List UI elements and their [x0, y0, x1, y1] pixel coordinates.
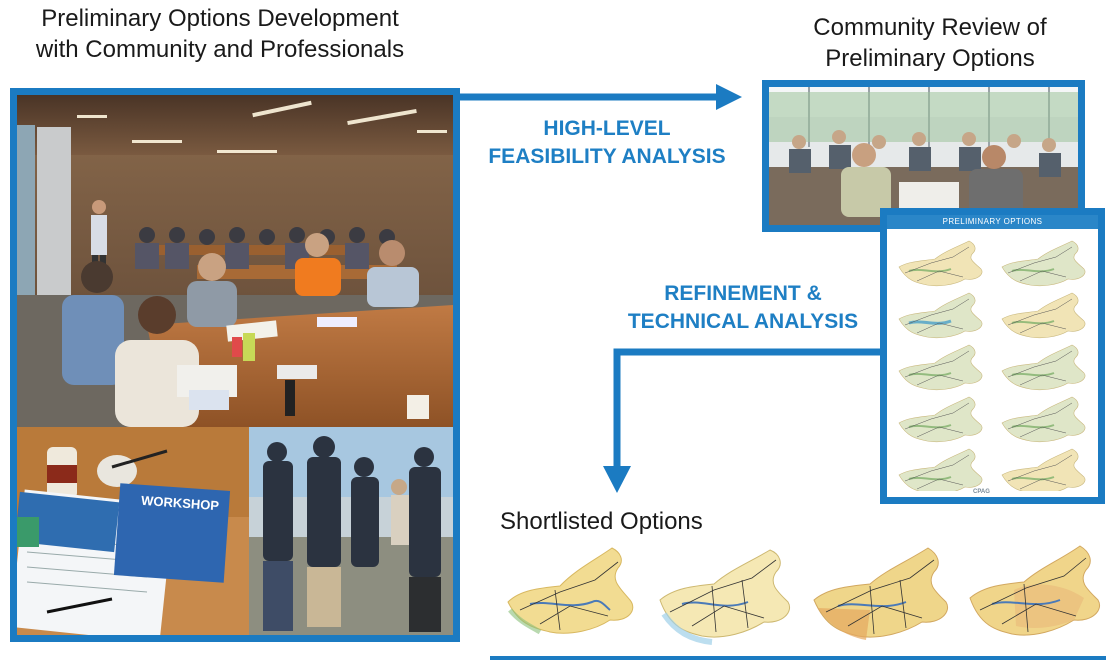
site-visit-photo	[249, 427, 453, 635]
workshop-materials-photo: WORKSHOP	[17, 427, 249, 635]
preliminary-stage-title-line2: with Community and Professionals	[35, 36, 405, 63]
preliminary-option-map-8	[1001, 396, 1086, 443]
community-review-title-line1: Community Review of	[813, 14, 1047, 41]
community-review-photo-image	[769, 87, 1078, 225]
preliminary-option-map-9	[898, 448, 983, 491]
shortlisted-option-map-1	[507, 547, 634, 635]
refinement-step-line1: REFINEMENT &	[664, 282, 822, 305]
preliminary-option-map-3	[898, 292, 983, 339]
preliminary-options-board-footer: CPAG	[973, 489, 990, 495]
preliminary-options-board: PRELIMINARY OPTIONS CPAG	[880, 208, 1105, 504]
preliminary-option-map-4	[1001, 292, 1086, 339]
preliminary-stage-title: Preliminary Options Development with Com…	[0, 3, 440, 65]
shortlisted-option-map-2	[659, 549, 790, 645]
arrow-to-shortlisted-head	[603, 466, 631, 493]
preliminary-stage-title-line1: Preliminary Options Development	[41, 5, 399, 32]
feasibility-step-label: HIGH-LEVEL FEASIBILITY ANALYSIS	[462, 115, 752, 171]
refinement-step-line2: TECHNICAL ANALYSIS	[627, 310, 859, 333]
preliminary-option-map-6	[1001, 344, 1086, 391]
community-review-title-line2: Preliminary Options	[825, 45, 1035, 72]
shortlisted-option-map-3	[813, 547, 948, 640]
workshop-room-photo	[17, 95, 453, 427]
booklet-title: WORKSHOP	[141, 493, 220, 513]
workshop-photo-collage: WORKSHOP	[10, 88, 460, 642]
feasibility-step-line2: FEASIBILITY ANALYSIS	[488, 145, 726, 168]
shortlisted-option-map-4	[969, 545, 1100, 636]
shortlisted-options-title: Shortlisted Options	[500, 508, 703, 535]
preliminary-option-map-10	[1001, 448, 1086, 491]
preliminary-option-map-1	[898, 240, 983, 287]
preliminary-option-map-7	[898, 396, 983, 443]
preliminary-option-map-5	[898, 344, 983, 391]
arrow-to-shortlisted-line	[613, 348, 880, 468]
shortlisted-options-maps	[500, 540, 1106, 652]
refinement-step-label: REFINEMENT & TECHNICAL ANALYSIS	[598, 280, 888, 336]
feasibility-step-line1: HIGH-LEVEL	[543, 117, 671, 140]
preliminary-options-board-header: PRELIMINARY OPTIONS	[887, 215, 1098, 229]
community-review-title: Community Review of Preliminary Options	[780, 12, 1080, 74]
arrow-to-community-review-head	[716, 84, 742, 110]
preliminary-option-map-2	[1001, 240, 1086, 287]
preliminary-options-map-grid	[898, 240, 1086, 491]
